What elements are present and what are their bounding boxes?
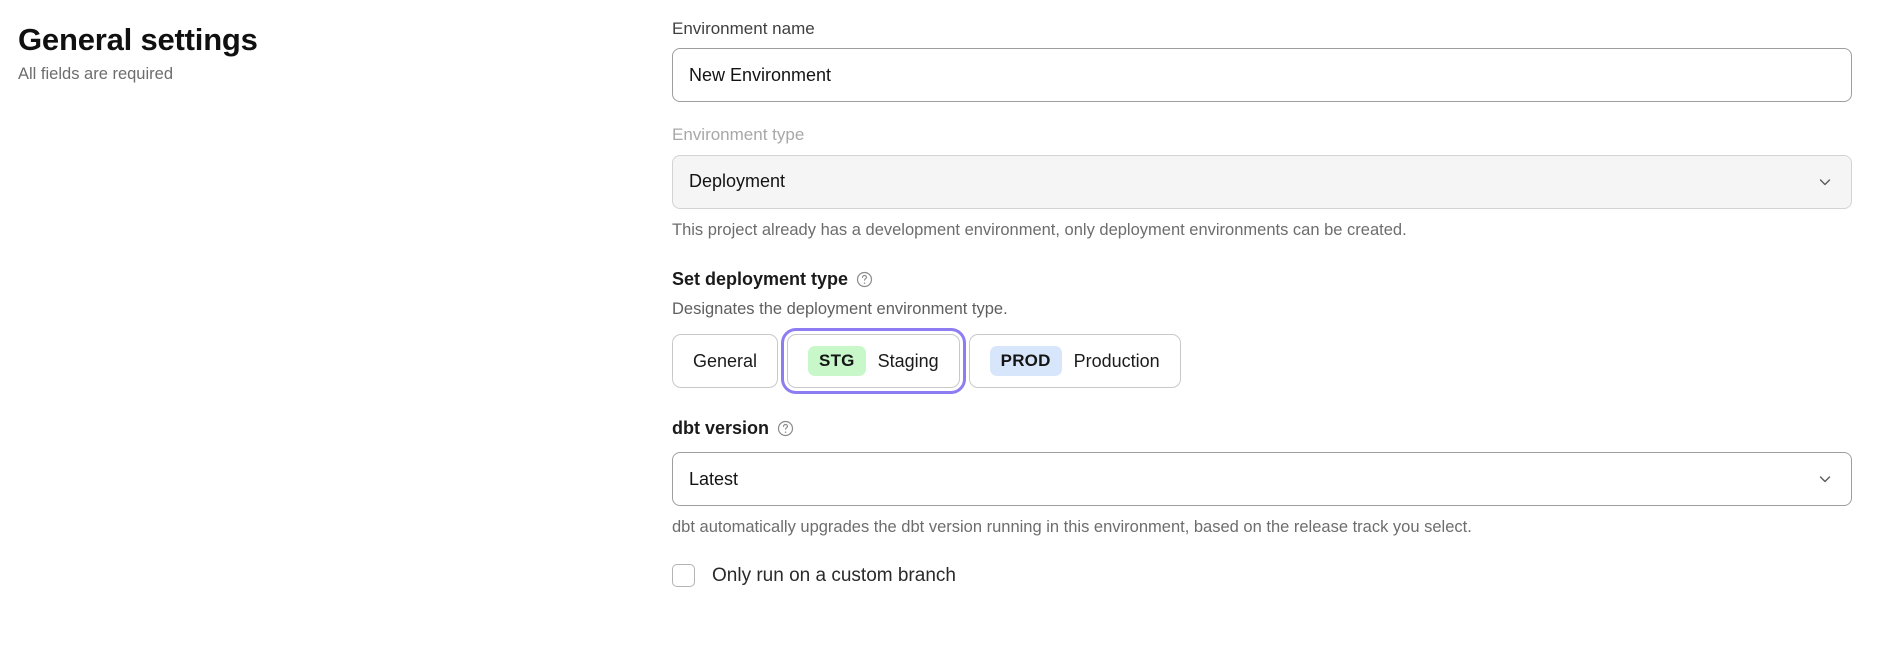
- deployment-type-field-group: Set deployment type Designates the deplo…: [672, 269, 1855, 395]
- deployment-type-option-staging-label: Staging: [877, 350, 939, 371]
- question-circle-icon[interactable]: [777, 420, 794, 437]
- question-circle-icon[interactable]: [856, 271, 873, 288]
- deployment-type-heading: Set deployment type: [672, 269, 1855, 290]
- environment-name-label: Environment name: [672, 19, 815, 38]
- settings-header-column: General settings All fields are required: [0, 18, 672, 660]
- deployment-type-button-group: General STG Staging PROD Production: [672, 328, 1855, 395]
- environment-type-select[interactable]: Deployment: [672, 154, 1852, 209]
- staging-badge: STG: [808, 346, 866, 377]
- environment-type-value: Deployment: [689, 171, 786, 191]
- page-title: General settings: [18, 22, 258, 57]
- deployment-type-option-production-label: Production: [1073, 350, 1160, 371]
- deployment-type-option-general-label: General: [693, 350, 758, 371]
- chevron-down-icon: [1817, 471, 1833, 487]
- deployment-type-heading-label: Set deployment type: [672, 268, 849, 289]
- environment-type-help-text: This project already has a development e…: [672, 220, 1407, 239]
- environment-name-field-group: Environment name New Environment: [672, 18, 1855, 103]
- environment-name-input[interactable]: New Environment: [672, 48, 1852, 103]
- chevron-down-icon: [1817, 174, 1833, 190]
- dbt-version-select[interactable]: Latest: [672, 452, 1852, 507]
- dbt-version-value: Latest: [689, 468, 739, 489]
- deployment-type-option-general[interactable]: General: [672, 334, 779, 389]
- custom-branch-row: Only run on a custom branch: [672, 564, 1855, 588]
- page-subtitle: All fields are required: [18, 64, 173, 83]
- deployment-type-option-production[interactable]: PROD Production: [968, 334, 1181, 389]
- environment-type-label: Environment type: [672, 125, 805, 145]
- custom-branch-checkbox[interactable]: [672, 564, 695, 588]
- custom-branch-label[interactable]: Only run on a custom branch: [712, 564, 956, 586]
- dbt-version-help-text: dbt automatically upgrades the dbt versi…: [672, 518, 1472, 537]
- dbt-version-heading-label: dbt version: [672, 418, 770, 439]
- production-badge: PROD: [989, 346, 1062, 377]
- dbt-version-field-group: dbt version Latest dbt automatica: [672, 418, 1855, 538]
- settings-form-column: Environment name New Environment Environ…: [672, 18, 1888, 660]
- environment-name-value: New Environment: [689, 64, 832, 85]
- environment-type-field-group: Environment type Deployment This project…: [672, 124, 1855, 241]
- deployment-type-description: Designates the deployment environment ty…: [672, 299, 1008, 318]
- dbt-version-heading: dbt version: [672, 418, 1855, 439]
- deployment-type-option-staging[interactable]: STG Staging: [781, 328, 966, 395]
